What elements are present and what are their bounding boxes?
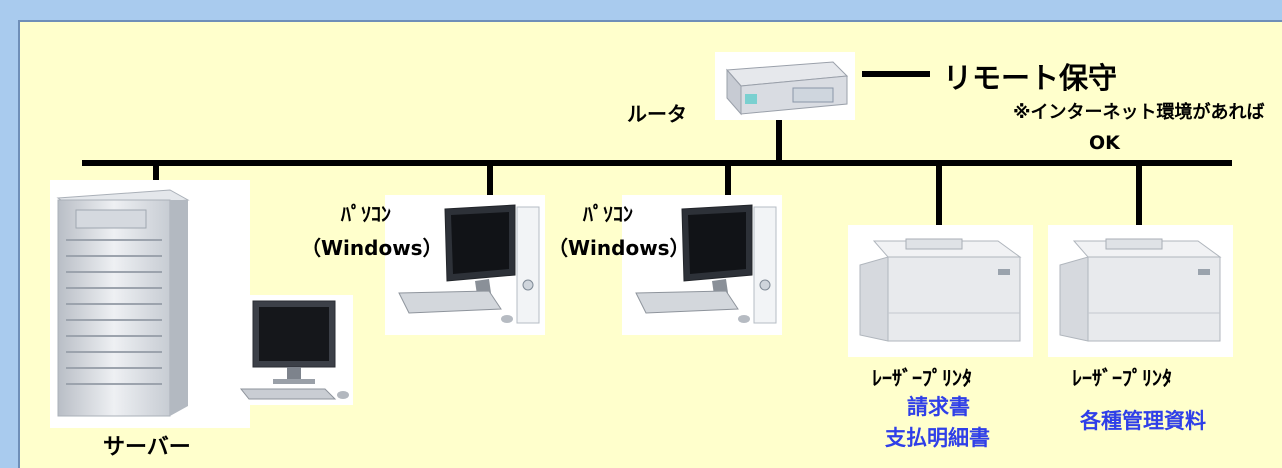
printer2-use-label: 各種管理資料 (1080, 409, 1206, 433)
pc1-os-label: （Windows） (301, 236, 443, 260)
printer1-use-line2: 支払明細書 (885, 426, 990, 450)
printer1-use-line1: 請求書 (907, 395, 970, 419)
pc2-name-label: ﾊﾟｿｺﾝ (583, 202, 633, 226)
pc2-image (622, 195, 782, 335)
router-drop (776, 118, 782, 162)
desktop-pc-icon (398, 204, 540, 324)
desktop-pc-icon (635, 204, 777, 324)
printer1-name-label: ﾚｰｻﾞｰﾌﾟﾘﾝﾀ (872, 366, 972, 390)
pc1-image (385, 195, 545, 335)
server-drop (153, 163, 159, 193)
printer2-drop (1136, 163, 1142, 228)
laser-printer-icon (1059, 238, 1222, 342)
router-icon (725, 61, 849, 116)
router-label: ルータ (627, 102, 687, 126)
server-monitor-image (235, 295, 353, 405)
printer1-image (848, 225, 1033, 357)
server-icon (56, 189, 190, 417)
server-image (50, 180, 250, 428)
pc2-drop (725, 163, 731, 213)
printer1-drop (936, 163, 942, 228)
server-label: サーバー (103, 435, 191, 460)
router-image (715, 52, 855, 120)
remote-maintenance-label: リモート保守 (943, 61, 1118, 95)
pc2-os-label: （Windows） (548, 236, 690, 260)
printer2-image (1048, 225, 1233, 357)
pc1-name-label: ﾊﾟｿｺﾝ (341, 202, 391, 226)
remote-link-line (862, 71, 930, 77)
pc1-drop (487, 163, 493, 213)
internet-note-line2: OK (1089, 132, 1120, 154)
laser-printer-icon (859, 238, 1022, 342)
printer2-name-label: ﾚｰｻﾞｰﾌﾟﾘﾝﾀ (1072, 366, 1172, 390)
monitor-icon (239, 300, 349, 400)
network-backbone (82, 160, 1232, 166)
internet-note-line1: ※インターネット環境があれば (1013, 102, 1265, 123)
